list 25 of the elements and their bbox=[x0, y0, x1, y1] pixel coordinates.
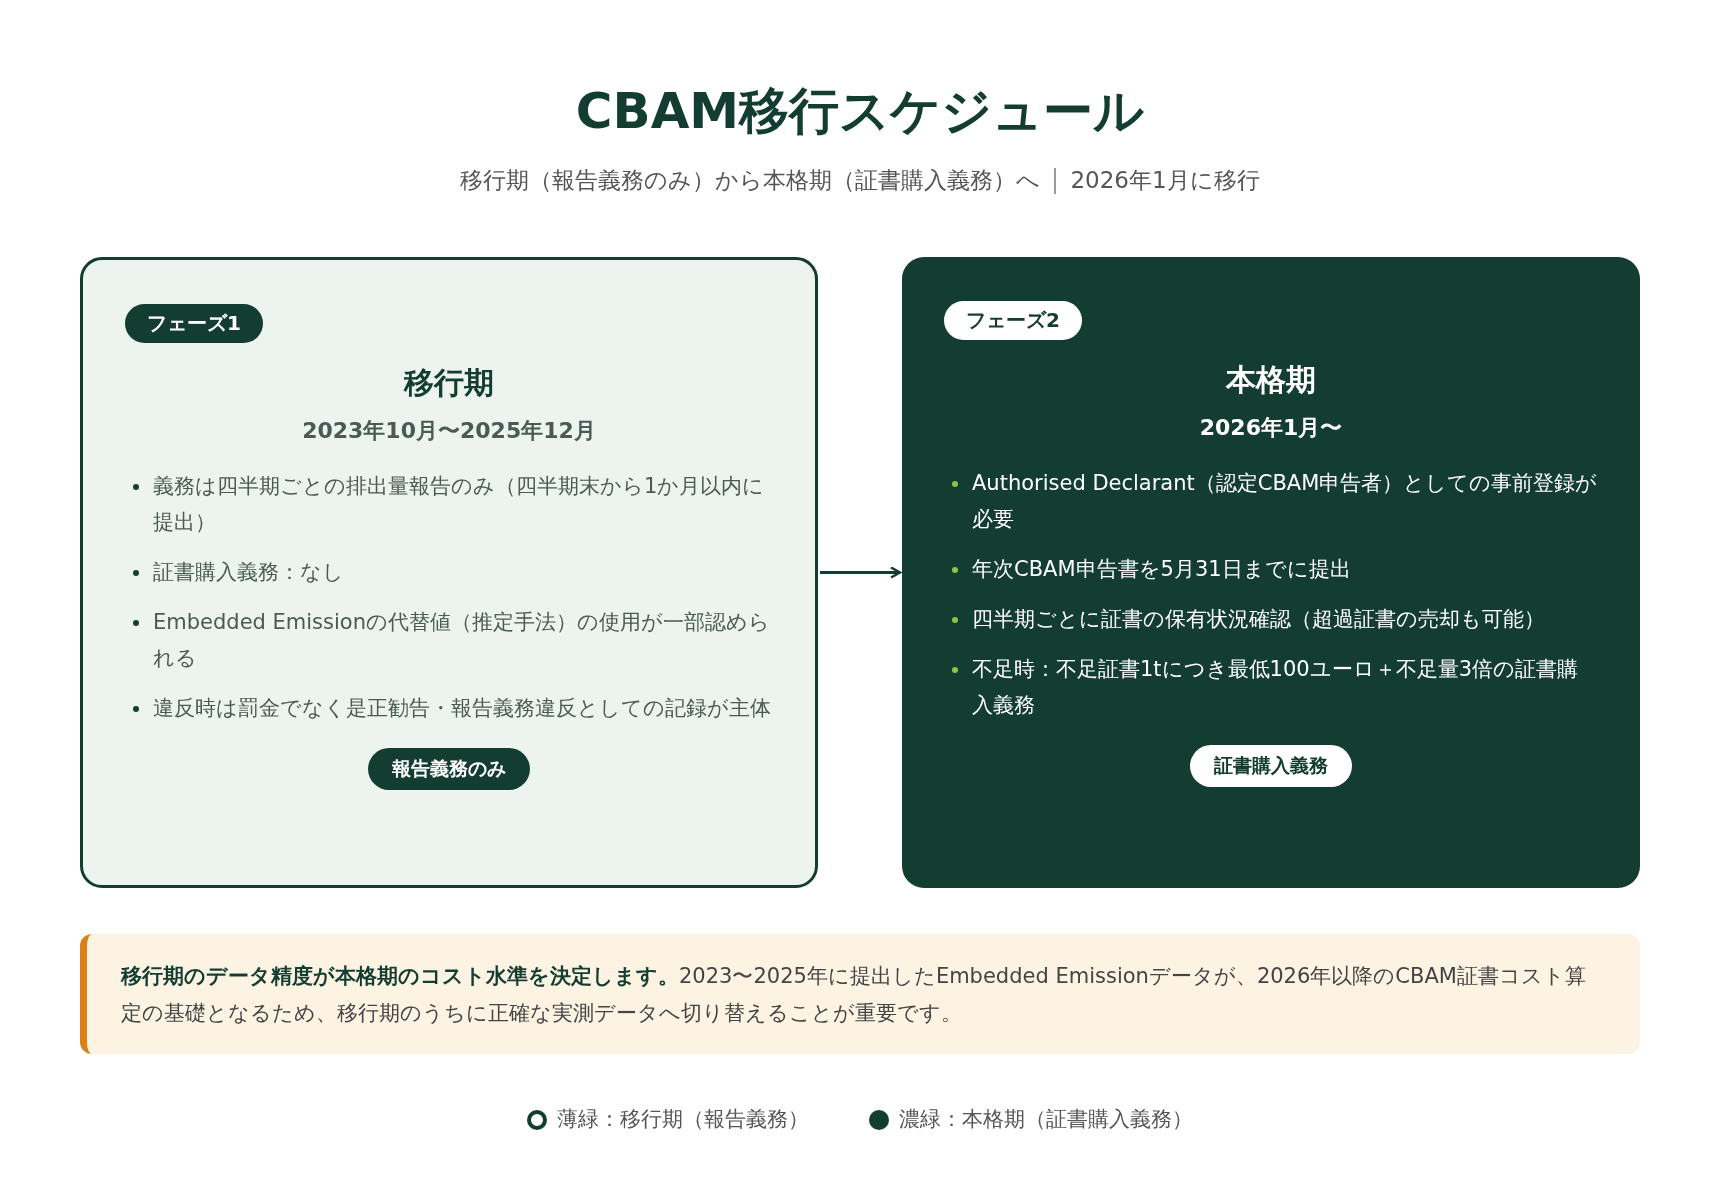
date-range: 2026年1月〜 bbox=[1198, 414, 1344, 442]
bullet-text: 年次CBAM申告書を5月31日までに提出 bbox=[972, 557, 1351, 581]
phase-card bbox=[902, 257, 1640, 888]
bullet-text: 四半期ごとに証書の保有状況確認（超過証書の売却も可能） bbox=[972, 607, 1545, 631]
bullet-text: Authorised Declarant（認定CBAM申告者）としての事前登録が必要 bbox=[972, 471, 1598, 531]
status-tag: 証書購入義務 bbox=[1190, 745, 1352, 787]
note-box: 移行期のデータ精度が本格期のコスト水準を決定します。2023〜2025年に提出したEmbedded Emissionデータが、2026年以降のCBAM証書コスト算定の基礎となるため、移行期のうちに正確な実測データへ切り替えることが重要です。 bbox=[80, 934, 1640, 1054]
subtitle: 移行期（報告義務のみ）から本格期（証書購入義務）へ bbox=[460, 166, 1041, 195]
phase-card bbox=[80, 257, 818, 888]
bullet-text: 不足時：不足証書1tにつき最低100ユーロ＋不足量3倍の証書購入義務 bbox=[972, 657, 1579, 717]
status-tag: 報告義務のみ bbox=[368, 748, 530, 790]
card-heading: 移行期 bbox=[402, 364, 495, 402]
bullet-text: 証書購入義務：なし bbox=[153, 560, 344, 584]
legend-label: 薄緑：移行期（報告義務） bbox=[557, 1107, 809, 1131]
legend-label: 濃緑：本格期（証書購入義務） bbox=[899, 1107, 1193, 1131]
bullet-text: 違反時は罰金でなく是正勧告・報告義務違反としての記録が主体 bbox=[153, 696, 771, 720]
phase-badge: フェーズ1 bbox=[125, 304, 263, 343]
title: CBAM移行スケジュール bbox=[575, 82, 1145, 140]
arrow bbox=[820, 566, 902, 579]
bullet-text: 義務は四半期ごとの排出量報告のみ（四半期末から1か月以内に提出） bbox=[153, 474, 765, 534]
phase-badge: フェーズ2 bbox=[944, 301, 1082, 340]
date-range: 2023年10月〜2025年12月 bbox=[301, 417, 597, 445]
bullet-text: Embedded Emissionの代替値（推定手法）の使用が一部認められる bbox=[153, 610, 770, 670]
card-heading: 本格期 bbox=[1224, 361, 1317, 399]
subtitle: 2026年1月に移行 bbox=[1070, 166, 1260, 195]
